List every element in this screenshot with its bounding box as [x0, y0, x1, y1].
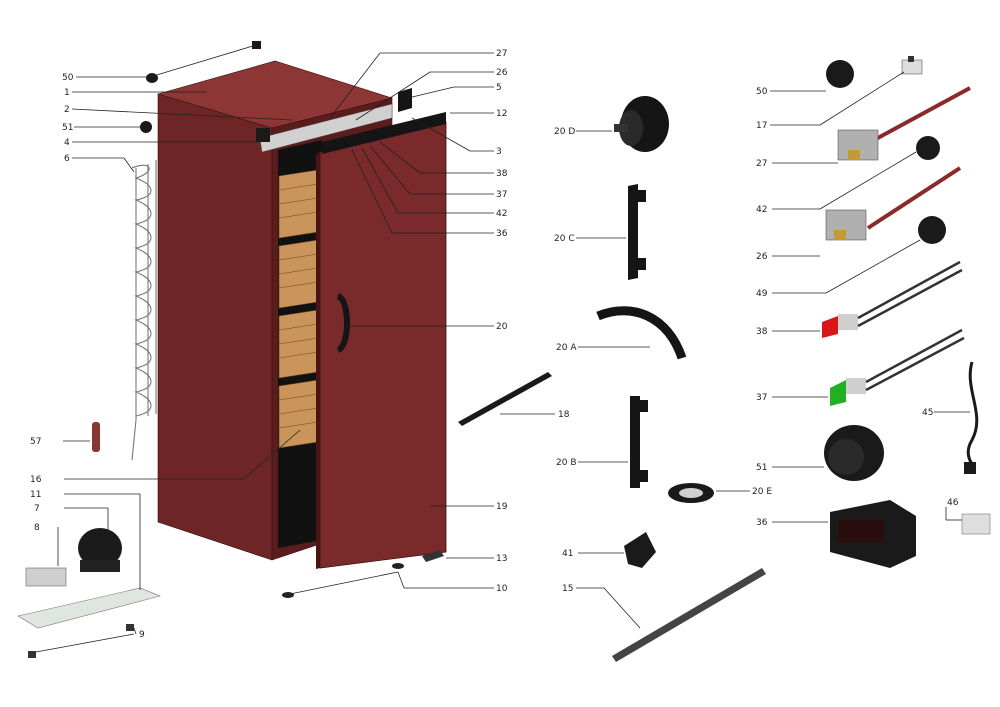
clip-46 — [961, 513, 991, 535]
callout-16: 16 — [30, 475, 42, 485]
callout-12: 12 — [496, 109, 507, 119]
callout-5: 5 — [496, 83, 502, 93]
callout-20d: 20 D — [554, 127, 575, 137]
callout-42-right: 42 — [756, 205, 767, 215]
callout-9: 9 — [139, 630, 145, 640]
callout-42-center: 42 — [496, 209, 507, 219]
callout-17: 17 — [756, 121, 767, 131]
callout-6: 6 — [64, 154, 70, 164]
callout-27-right: 27 — [756, 159, 767, 169]
callout-50-left: 50 — [62, 73, 74, 83]
callout-20: 20 — [496, 322, 508, 332]
thermostat-26 — [825, 209, 867, 241]
knob-42 — [916, 136, 940, 160]
callout-36-right: 36 — [756, 518, 768, 528]
callout-41: 41 — [562, 549, 573, 559]
callout-11: 11 — [30, 490, 41, 500]
grommet-50 — [826, 60, 854, 88]
ring-20e — [668, 483, 714, 503]
knob-49 — [918, 216, 946, 244]
base-plate — [17, 587, 161, 629]
gasket-strip — [458, 372, 552, 426]
callout-7: 7 — [34, 504, 40, 514]
callout-20e: 20 E — [752, 487, 772, 497]
handle-part-20a — [596, 306, 687, 360]
cap-part — [252, 41, 261, 49]
callout-10: 10 — [496, 584, 508, 594]
callout-50-right: 50 — [756, 87, 768, 97]
door — [319, 121, 447, 569]
callout-labels: 50 1 2 51 4 6 27 26 5 12 3 38 37 42 36 2… — [30, 49, 959, 640]
thermostat-27 — [837, 129, 879, 161]
callout-4: 4 — [64, 138, 70, 148]
callout-20b: 20 B — [556, 458, 577, 468]
handle-part-20c — [628, 184, 646, 280]
callout-49: 49 — [756, 289, 768, 299]
callout-15: 15 — [562, 584, 573, 594]
callout-13: 13 — [496, 554, 507, 564]
cap-part — [140, 121, 152, 133]
bracket-41 — [624, 532, 656, 568]
callout-38-center: 38 — [496, 169, 508, 179]
sensor-probe — [866, 166, 962, 230]
compressor — [78, 528, 122, 568]
lamp-red-38 — [822, 260, 963, 338]
corner-piece — [256, 128, 270, 142]
callout-57: 57 — [30, 437, 41, 447]
relay-box — [25, 567, 67, 587]
callout-51-right: 51 — [756, 463, 767, 473]
callout-37-right: 37 — [756, 393, 767, 403]
callout-1: 1 — [64, 88, 70, 98]
handle-part-20b — [630, 396, 648, 488]
callout-20c: 20 C — [554, 234, 575, 244]
door-handle — [336, 293, 350, 353]
leader-lines — [35, 44, 970, 653]
display-36 — [830, 500, 916, 568]
callout-3: 3 — [496, 147, 502, 157]
callout-36-center: 36 — [496, 229, 508, 239]
cap-part — [146, 73, 158, 83]
callout-19: 19 — [496, 502, 508, 512]
condenser-coil — [131, 160, 157, 461]
callout-20a: 20 A — [556, 343, 577, 353]
filter-drier — [92, 422, 100, 452]
wooden-shelves — [278, 169, 319, 449]
callout-38-right: 38 — [756, 327, 768, 337]
callout-26-right: 26 — [756, 252, 768, 262]
callout-51-left: 51 — [62, 123, 73, 133]
knob-20d — [614, 96, 669, 152]
callout-45: 45 — [922, 408, 933, 418]
callout-27-center: 27 — [496, 49, 507, 59]
switch-17 — [901, 56, 923, 75]
callout-46: 46 — [947, 498, 959, 508]
callout-2: 2 — [64, 105, 70, 115]
lamp-green-37 — [830, 328, 965, 406]
power-cord-45 — [966, 361, 979, 465]
cabinet — [156, 60, 447, 598]
callout-37-center: 37 — [496, 190, 507, 200]
callout-18: 18 — [558, 410, 570, 420]
rail-15 — [612, 568, 766, 662]
callout-8: 8 — [34, 523, 40, 533]
callout-26-center: 26 — [496, 68, 508, 78]
